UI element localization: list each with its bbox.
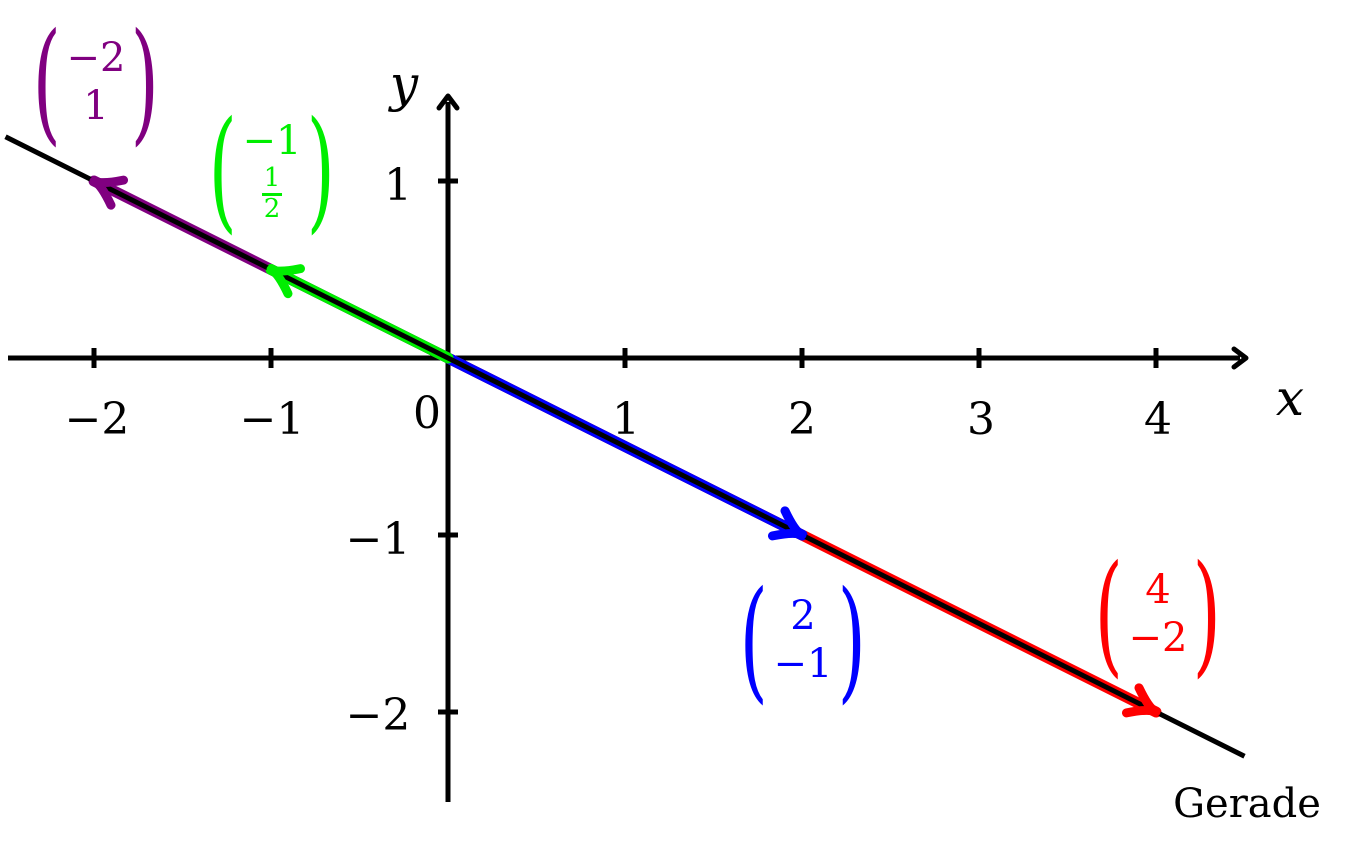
- vector-label-green: ( −1 1 2 ): [208, 93, 336, 247]
- origin-label: 0: [413, 388, 441, 439]
- x-axis-label: x: [1275, 369, 1305, 427]
- vector-purple-bottom: 1: [83, 83, 109, 129]
- y-axis-arrowhead: [436, 93, 460, 111]
- vector-purple-top: −2: [66, 35, 126, 81]
- vector-green-top: −1: [242, 118, 302, 165]
- x-tick-label-4: 4: [1144, 394, 1172, 445]
- y-axis-label: y: [389, 55, 419, 113]
- y-tick-label-1: 1: [384, 160, 412, 211]
- vector-red-top: 4: [1145, 567, 1171, 613]
- x-axis-arrowhead: [1231, 346, 1249, 370]
- vector-label-red: ( 4 −2 ): [1094, 537, 1222, 691]
- vector-blue-top: 2: [790, 593, 816, 639]
- vector-red-arrowhead: [1121, 683, 1161, 718]
- vector-green-arrowhead: [266, 264, 306, 299]
- line-gerade: [4, 134, 1246, 759]
- vector-purple-arrowhead: [89, 175, 129, 210]
- vector-blue-arrowhead: [767, 506, 807, 541]
- vector-red-bottom: −2: [1128, 615, 1188, 661]
- x-tick-label-neg1: −1: [239, 394, 305, 445]
- y-tick-label-neg2: −2: [345, 690, 411, 741]
- y-tick-label-neg1: −1: [345, 514, 411, 565]
- vector-green-fraction: 1 2: [261, 164, 283, 224]
- x-tick-label-1: 1: [612, 394, 640, 445]
- vector-green-numerator: 1: [261, 164, 283, 196]
- x-tick-label-2: 2: [788, 394, 816, 445]
- line-label: Gerade: [1173, 781, 1321, 827]
- x-tick-label-3: 3: [967, 394, 995, 445]
- vector-green-denominator: 2: [263, 193, 281, 224]
- vector-label-blue: ( 2 −1 ): [739, 563, 867, 717]
- x-tick-label-neg2: −2: [64, 394, 130, 445]
- vector-blue-bottom: −1: [773, 641, 833, 687]
- vector-label-purple: ( −2 1 ): [32, 5, 160, 159]
